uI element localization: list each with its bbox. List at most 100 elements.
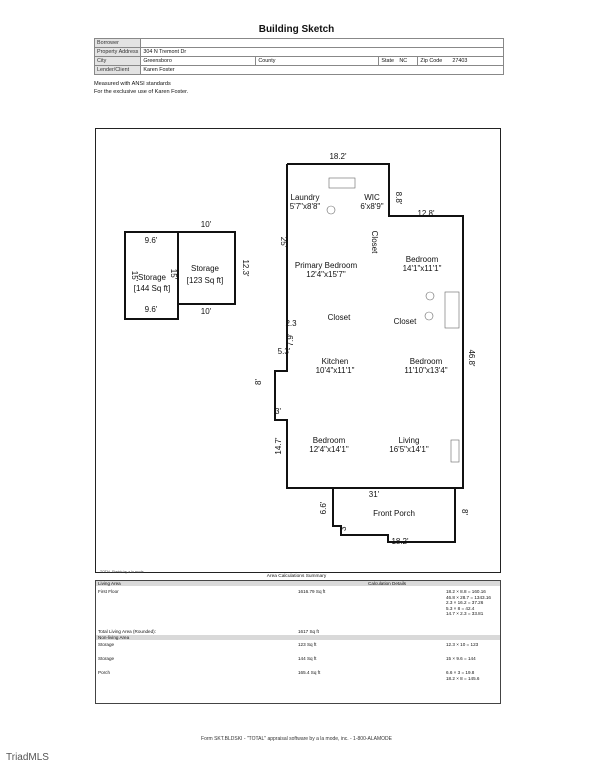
total-living-value: 1617 Sq ft <box>298 629 319 634</box>
room-laundry-dim: 5'7"x8'8" <box>290 202 321 211</box>
room-living-dim: 16'5"x14'1" <box>389 445 429 454</box>
dim-porch-jog: 3' <box>339 525 348 531</box>
notes-line-1: Measured with ANSI standards <box>94 81 171 87</box>
address-label: Property Address <box>93 47 142 57</box>
calc-line: 5.3 × 8 = 42.4 <box>446 605 475 611</box>
form-footer: Form SKT.BLDSKI - "TOTAL" appraisal soft… <box>201 736 392 742</box>
dim-storage-mid-a: 15' <box>130 271 139 282</box>
area-header-band: Living Area Calculation Details <box>96 581 500 586</box>
dim-porch-left: 6.6' <box>319 501 328 514</box>
room-bedroom-1: Bedroom <box>406 255 439 264</box>
house-outline <box>274 163 464 489</box>
calc-line: 18.2 × 8 = 145.6 <box>446 675 480 681</box>
calc-line: 46.8 × 28.7 = 1343.16 <box>446 594 491 600</box>
area-summary-title: Area Calculations Summary <box>266 574 327 579</box>
room-laundry: Laundry <box>291 193 320 202</box>
storage-2-value: 144 Sq ft <box>298 656 317 661</box>
washer-fixture <box>328 177 356 189</box>
state-value: NC <box>397 56 419 66</box>
sketch-frame <box>95 128 501 573</box>
room-front-porch: Front Porch <box>373 509 415 518</box>
calc-line: 18.2 × 8.8 = 160.16 <box>446 589 486 594</box>
dim-porch-bottom: 18.2' <box>391 537 409 546</box>
area-calculations-summary: Living Area Calculation Details First Fl… <box>95 580 501 704</box>
lender-label: Lender/Client <box>93 65 142 75</box>
dim-closet-v: 7.9' <box>286 333 295 346</box>
porch-label: Porch <box>98 670 111 675</box>
calc-line: 6.6 × 3 = 19.8 <box>446 670 475 675</box>
room-primary-bedroom: Primary Bedroom <box>295 261 358 270</box>
tub-fixture <box>444 291 460 329</box>
porch-value: 165.4 Sq ft <box>298 670 321 675</box>
non-living-label: Non-living Area <box>98 635 130 640</box>
zip-label: Zip Code <box>417 56 451 66</box>
room-bedroom-3: Bedroom <box>313 436 346 445</box>
notes-line-2: For the exclusive use of Karen Foster. <box>94 89 189 95</box>
fireplace-fixture <box>450 439 460 463</box>
storage-left-area: [144 Sq ft] <box>134 284 170 293</box>
dim-top: 18.2' <box>329 152 347 161</box>
storage-right-outline <box>177 231 236 305</box>
first-floor-value: 1616.79 Sq ft <box>298 589 326 594</box>
toilet-fixture <box>326 205 336 215</box>
storage-1-value: 123 Sq ft <box>298 642 317 647</box>
room-closet-1: Closet <box>328 313 351 322</box>
calc-line: 14.7 × 2.3 = 33.81 <box>446 611 484 617</box>
zip-value: 27403 <box>450 56 505 66</box>
city-value: Greensboro <box>140 56 257 66</box>
county-value <box>284 56 380 66</box>
city-label: City <box>93 56 142 66</box>
dim-left-lower: 14.7' <box>274 437 283 455</box>
county-label: County <box>255 56 285 66</box>
room-wic: WIC <box>364 193 380 202</box>
room-primary-bedroom-dim: 12'4"x15'7" <box>306 270 346 279</box>
storage-right-area: [123 Sq ft] <box>187 276 223 285</box>
room-living: Living <box>399 436 420 445</box>
non-living-band: Non-living Area <box>96 635 500 640</box>
storage-1-calc: 12.3 × 10 = 123 <box>446 642 479 647</box>
dim-left-upper: 25' <box>279 237 288 248</box>
borrower-label: Borrower <box>93 38 142 48</box>
dim-left-step: 3' <box>275 407 281 416</box>
property-info-table: Borrower Property Address 304 N Tremont … <box>93 38 505 75</box>
total-living-label: Total Living Area (Rounded): <box>98 629 156 634</box>
room-bedroom-2: Bedroom <box>410 357 443 366</box>
toilet-fixture-2 <box>424 311 434 321</box>
porch-outline <box>332 488 456 543</box>
page-title: Building Sketch <box>258 24 335 35</box>
storage-2-label: Storage <box>98 656 115 661</box>
floor-plan: Laundry 5'7"x8'8" WIC 6'x8'9" Primary Be… <box>124 152 476 546</box>
state-label: State <box>378 56 398 66</box>
measurement-notes: Measured with ANSI standards For the exc… <box>94 80 188 96</box>
room-kitchen: Kitchen <box>322 357 349 366</box>
borrower-value <box>140 38 504 48</box>
room-bedroom-2-dim: 11'10"x13'4" <box>404 366 447 375</box>
dim-right: 46.8' <box>467 349 476 367</box>
dim-left-mid: 8' <box>254 379 263 385</box>
dim-storage-top-right: 10' <box>201 220 212 229</box>
dim-storage-bottom-right: 10' <box>201 307 212 316</box>
room-kitchen-dim: 10'4"x11'1" <box>316 366 355 375</box>
dim-storage-top-left: 9.6' <box>145 236 158 245</box>
dim-storage-mid-b: 15' <box>169 269 178 280</box>
lender-value: Karen Foster <box>140 65 504 75</box>
storage-right-name: Storage <box>191 264 220 273</box>
living-area-label: Living Area <box>98 581 121 586</box>
dim-storage-bottom-left: 9.6' <box>145 305 158 314</box>
sketch-credit: TOTAL Sketch by a la mode <box>100 570 144 574</box>
watermark: TriadMLS <box>6 752 49 763</box>
storage-2-calc: 15 × 9.6 = 144 <box>446 656 476 661</box>
dim-porch-top: 31' <box>369 490 380 499</box>
room-wic-dim: 6'x8'9" <box>360 202 383 211</box>
room-bedroom-1-dim: 14'1"x11'1" <box>403 264 442 273</box>
dim-step: 12.8' <box>417 209 435 218</box>
sink-fixture <box>425 291 435 301</box>
dim-storage-right: 12.3' <box>241 259 250 277</box>
dim-porch-right: 8' <box>460 509 469 515</box>
dim-jog: 5.3' <box>278 347 291 356</box>
first-floor-calcs: 18.2 × 8.8 = 160.16 46.8 × 28.7 = 1343.1… <box>446 589 491 617</box>
room-closet-2: Closet <box>394 317 417 326</box>
dim-closet-h: 2.3 <box>285 319 297 328</box>
calc-details-label: Calculation Details <box>368 581 407 586</box>
porch-calcs: 6.6 × 3 = 19.8 18.2 × 8 = 145.6 <box>446 670 479 681</box>
